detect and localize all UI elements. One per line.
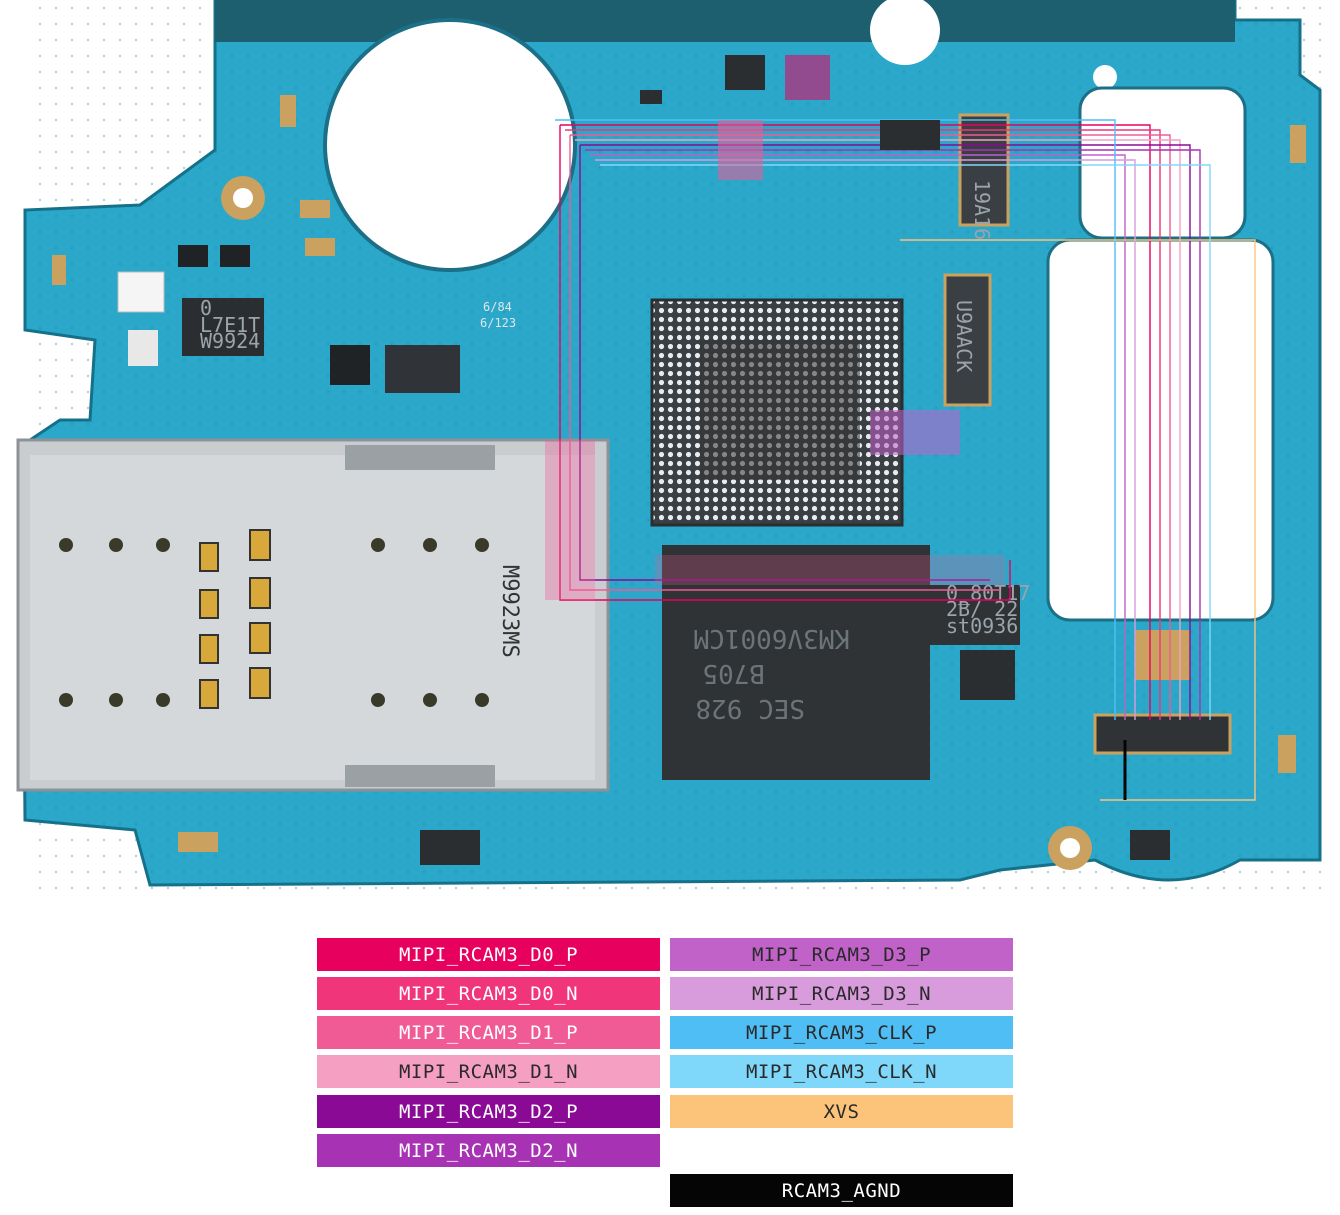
camera-connector xyxy=(1093,713,1232,755)
legend-item-rcam3-agnd: RCAM3_AGND xyxy=(670,1174,1013,1207)
legend-item-mipi-rcam3-d2-n: MIPI_RCAM3_D2_N xyxy=(317,1134,660,1167)
emcp-chip: KM3V6001CM B705 SEC 928 xyxy=(662,545,930,780)
legend-item-mipi-rcam3-d3-n: MIPI_RCAM3_D3_N xyxy=(670,977,1013,1010)
legend-item-mipi-rcam3-d1-n: MIPI_RCAM3_D1_N xyxy=(317,1055,660,1088)
connector-main xyxy=(943,273,992,407)
pmic-line1: 0 xyxy=(200,296,212,320)
legend-item-xvs: XVS xyxy=(670,1095,1013,1128)
legend-item-mipi-rcam3-d0-n: MIPI_RCAM3_D0_N xyxy=(317,977,660,1010)
small-label-1: 6/84 xyxy=(483,300,512,314)
emcp-line1: KM3V6001CM xyxy=(693,623,850,653)
legend-item-mipi-rcam3-clk-n: MIPI_RCAM3_CLK_N xyxy=(670,1055,1013,1088)
legend-item-mipi-rcam3-d1-p: MIPI_RCAM3_D1_P xyxy=(317,1016,660,1049)
small-label-2: 6/123 xyxy=(480,316,516,330)
legend-item-mipi-rcam3-d3-p: MIPI_RCAM3_D3_P xyxy=(670,938,1013,971)
legend-item-mipi-rcam3-clk-p: MIPI_RCAM3_CLK_P xyxy=(670,1016,1013,1049)
side-chip-line3: st0936 xyxy=(946,614,1018,638)
emcp-line2: B705 xyxy=(702,658,765,688)
side-chip-line2: 2B/ 22 xyxy=(946,597,1018,621)
camera-hole xyxy=(323,18,577,272)
connector-upper xyxy=(958,113,1010,227)
sim-tray-text: M9923MS xyxy=(497,565,522,658)
connector-upper-label: 19A16 xyxy=(970,180,994,240)
emcp-line3: SEC 928 xyxy=(695,693,805,723)
pcb-board-photo: 0 L7E1T W9924 6/84 6/123 M9923MS KM3V600… xyxy=(16,0,1325,890)
top-shield-strip xyxy=(215,0,1235,42)
legend-item-mipi-rcam3-d0-p: MIPI_RCAM3_D0_P xyxy=(317,938,660,971)
pmic-line2: L7E1T xyxy=(200,313,260,337)
sim-tray: M9923MS xyxy=(16,438,610,792)
right-cutout-top xyxy=(1078,86,1247,240)
signal-traces xyxy=(555,119,1256,801)
pmic-chip xyxy=(182,298,264,356)
pmic-line3: W9924 xyxy=(200,329,260,353)
side-chip xyxy=(930,585,1020,645)
side-chip-line1: 0_80T17 xyxy=(946,581,1030,605)
legend-item-mipi-rcam3-d2-p: MIPI_RCAM3_D2_P xyxy=(317,1095,660,1128)
connector-main-label: U9AACK xyxy=(952,300,976,372)
